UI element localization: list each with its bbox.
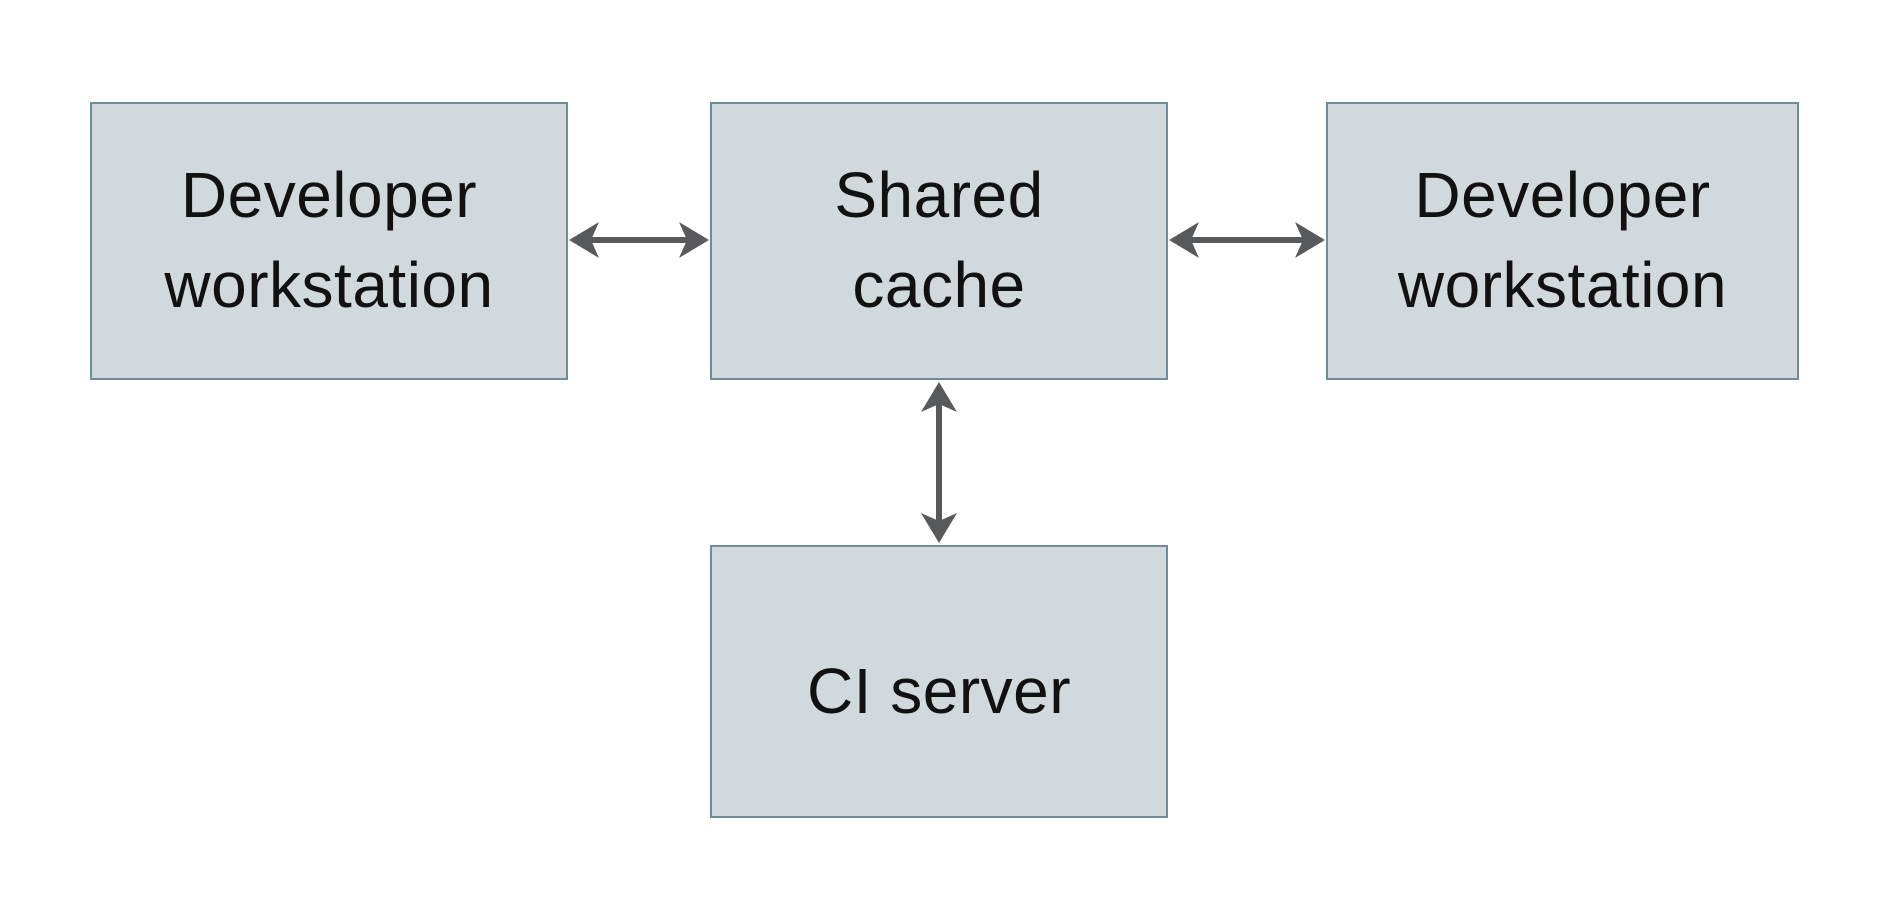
node-developer-workstation-left: Developer workstation	[90, 102, 568, 380]
node-label-line2: cache	[852, 249, 1026, 321]
node-developer-workstation-right: Developer workstation	[1326, 102, 1799, 380]
node-shared-cache: Shared cache	[710, 102, 1168, 380]
node-label-line1: CI server	[806, 654, 1072, 727]
bidirectional-arrow-icon-left	[569, 222, 709, 258]
bidirectional-arrow-icon-vertical	[921, 382, 957, 543]
node-label-line1: Developer	[180, 159, 478, 232]
node-label: Developer workstation	[1398, 151, 1727, 330]
node-ci-server: CI server	[710, 545, 1168, 818]
node-label: CI server	[807, 647, 1071, 737]
node-label-line2: workstation	[164, 249, 494, 321]
node-label: Shared cache	[834, 151, 1043, 330]
node-label: Developer workstation	[164, 151, 493, 330]
bidirectional-arrow-icon-right	[1169, 222, 1325, 258]
node-label-line1: Shared	[834, 159, 1044, 232]
node-label-line2: workstation	[1397, 249, 1728, 321]
node-label-line1: Developer	[1414, 159, 1711, 232]
